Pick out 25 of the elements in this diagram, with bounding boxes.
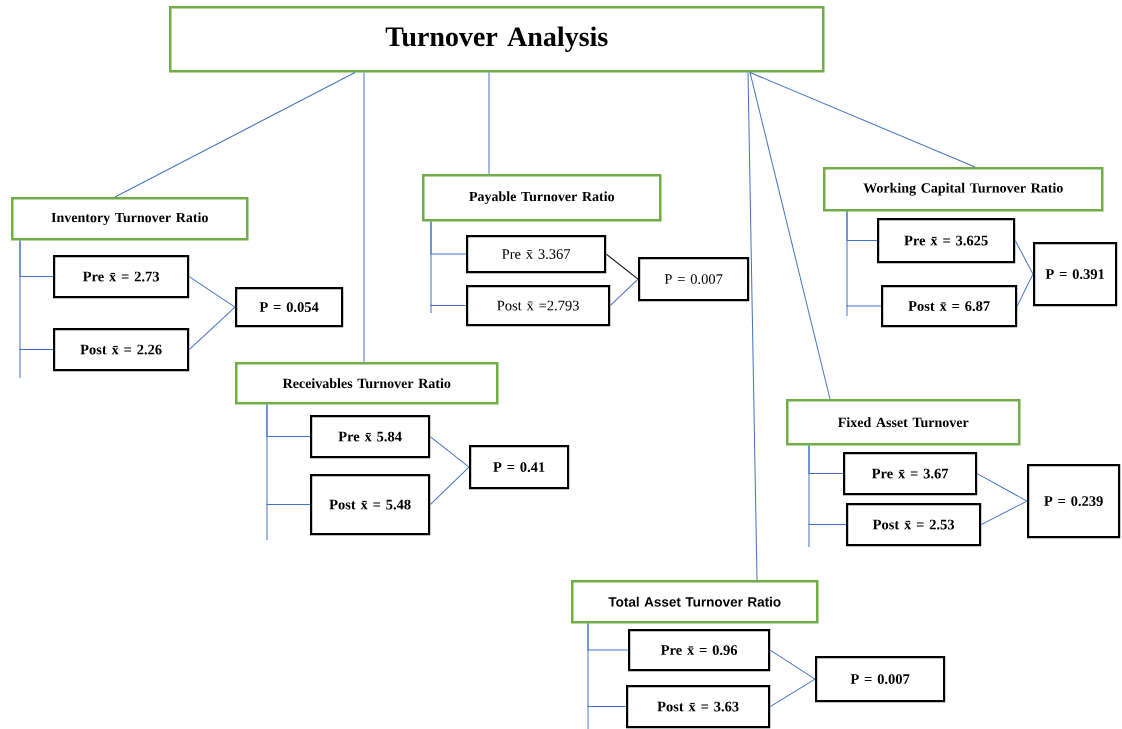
value-box: P = 0.239	[1027, 464, 1121, 539]
title-box: Turnover Analysis	[169, 6, 825, 73]
value-box: Post x̄ = 3.63	[626, 685, 771, 729]
value-box: Pre x̄ 3.367	[466, 235, 607, 274]
value-box: P = 0.007	[815, 656, 946, 703]
heading-box: Inventory Turnover Ratio	[11, 197, 249, 241]
value-box: Post x̄ = 2.26	[53, 328, 190, 372]
value-box: Pre x̄ 5.84	[310, 415, 431, 459]
heading-box: Fixed Asset Turnover	[786, 399, 1021, 446]
value-box: Pre x̄ = 3.625	[877, 218, 1016, 264]
value-box: Pre x̄ = 2.73	[53, 255, 190, 299]
value-box: P = 0.007	[638, 257, 750, 302]
value-box: Pre x̄ = 0.96	[628, 629, 771, 672]
heading-box: Receivables Turnover Ratio	[235, 362, 499, 405]
heading-box: Payable Turnover Ratio	[422, 174, 662, 222]
value-box: Post x̄ = 6.87	[881, 285, 1018, 328]
value-box: P = 0.054	[235, 287, 344, 328]
value-box: Post x̄ = 5.48	[310, 474, 431, 536]
value-box: Pre x̄ = 3.67	[843, 452, 978, 496]
value-box: P = 0.391	[1033, 242, 1118, 307]
value-box: Post x̄ =2.793	[466, 285, 611, 327]
heading-box: Working Capital Turnover Ratio	[823, 167, 1104, 212]
heading-box: Total Asset Turnover Ratio	[571, 580, 819, 624]
value-box: P = 0.41	[469, 445, 570, 490]
value-box: Post x̄ = 2.53	[846, 503, 982, 547]
